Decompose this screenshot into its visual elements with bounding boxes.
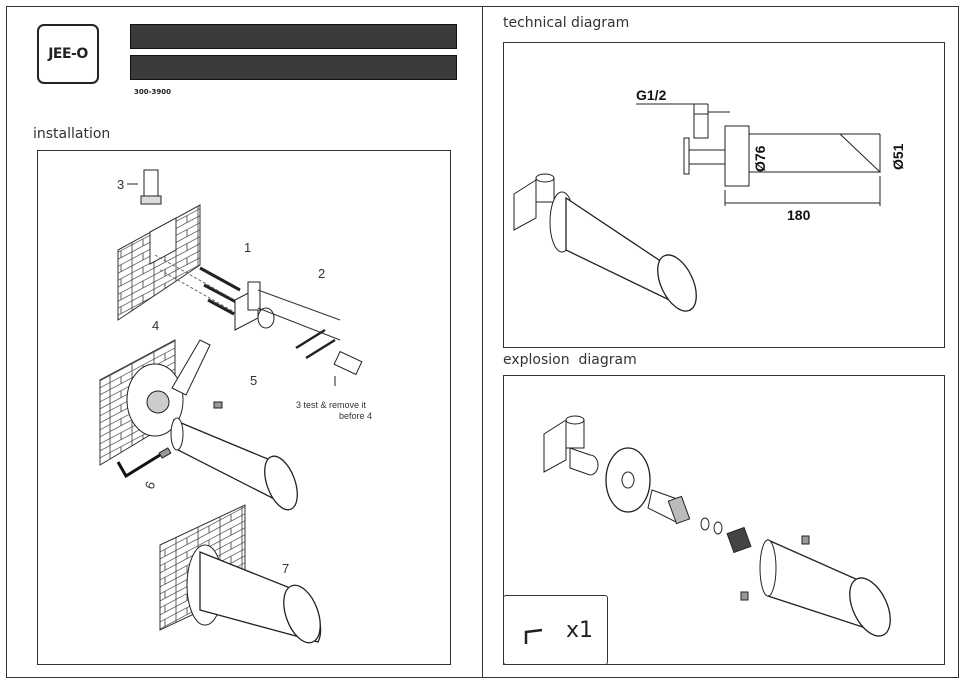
installation-heading: installation <box>33 126 111 142</box>
callout-7: 7 <box>282 561 289 576</box>
allen-key <box>116 453 161 479</box>
screws <box>295 328 336 360</box>
parts-legend: x1 <box>503 595 608 665</box>
title-bar-bottom <box>130 55 457 80</box>
callout-4: 4 <box>152 318 159 333</box>
legend-quantity: x1 <box>566 618 594 643</box>
supply-pipe <box>127 169 162 205</box>
technical-diagram-heading: technical diagram <box>503 15 630 31</box>
mounting-bracket <box>234 281 341 341</box>
exploded-o-rings <box>700 517 723 535</box>
dim-spout-diameter: Ø51 <box>890 143 906 170</box>
callout-1: 1 <box>244 240 251 255</box>
brand-logo-text: JEE-O <box>48 46 88 62</box>
callout-6: 6 <box>142 479 159 491</box>
tech-iso-view <box>513 173 697 312</box>
dim-thread: G1/2 <box>636 87 667 103</box>
exploded-nut <box>726 526 752 554</box>
exploded-grub-screws <box>740 535 810 601</box>
explosion-diagram-heading: explosion diagram <box>503 352 637 368</box>
spout-installed <box>199 551 322 644</box>
technical-panel <box>503 42 945 348</box>
product-code: 300-3900 <box>134 88 171 96</box>
title-bar-top <box>130 24 457 49</box>
note-line-1: 3 test & remove it <box>296 400 367 410</box>
exploded-spout <box>759 538 891 637</box>
column-divider <box>482 6 483 678</box>
exploded-bracket <box>543 415 599 476</box>
callout-3: 3 <box>117 177 124 192</box>
dim-length: 180 <box>787 207 811 223</box>
dim-flange-diameter: Ø76 <box>752 145 768 172</box>
allen-key-icon <box>524 628 543 644</box>
exploded-connector <box>647 489 691 525</box>
tech-side-view <box>636 103 882 206</box>
wall-middle <box>99 339 211 466</box>
callout-2: 2 <box>318 266 325 281</box>
wall-upper <box>117 204 201 321</box>
callout-5: 5 <box>250 373 257 388</box>
grub-screw-install <box>158 401 223 459</box>
spout-install <box>170 417 298 511</box>
exploded-flange <box>605 447 651 513</box>
note-line-2: before 4 <box>339 411 372 421</box>
installation-panel <box>37 150 451 665</box>
test-plug <box>333 350 363 386</box>
wall-plugs <box>154 254 246 319</box>
brand-logo: JEE-O <box>37 24 99 84</box>
explosion-panel <box>503 375 945 665</box>
